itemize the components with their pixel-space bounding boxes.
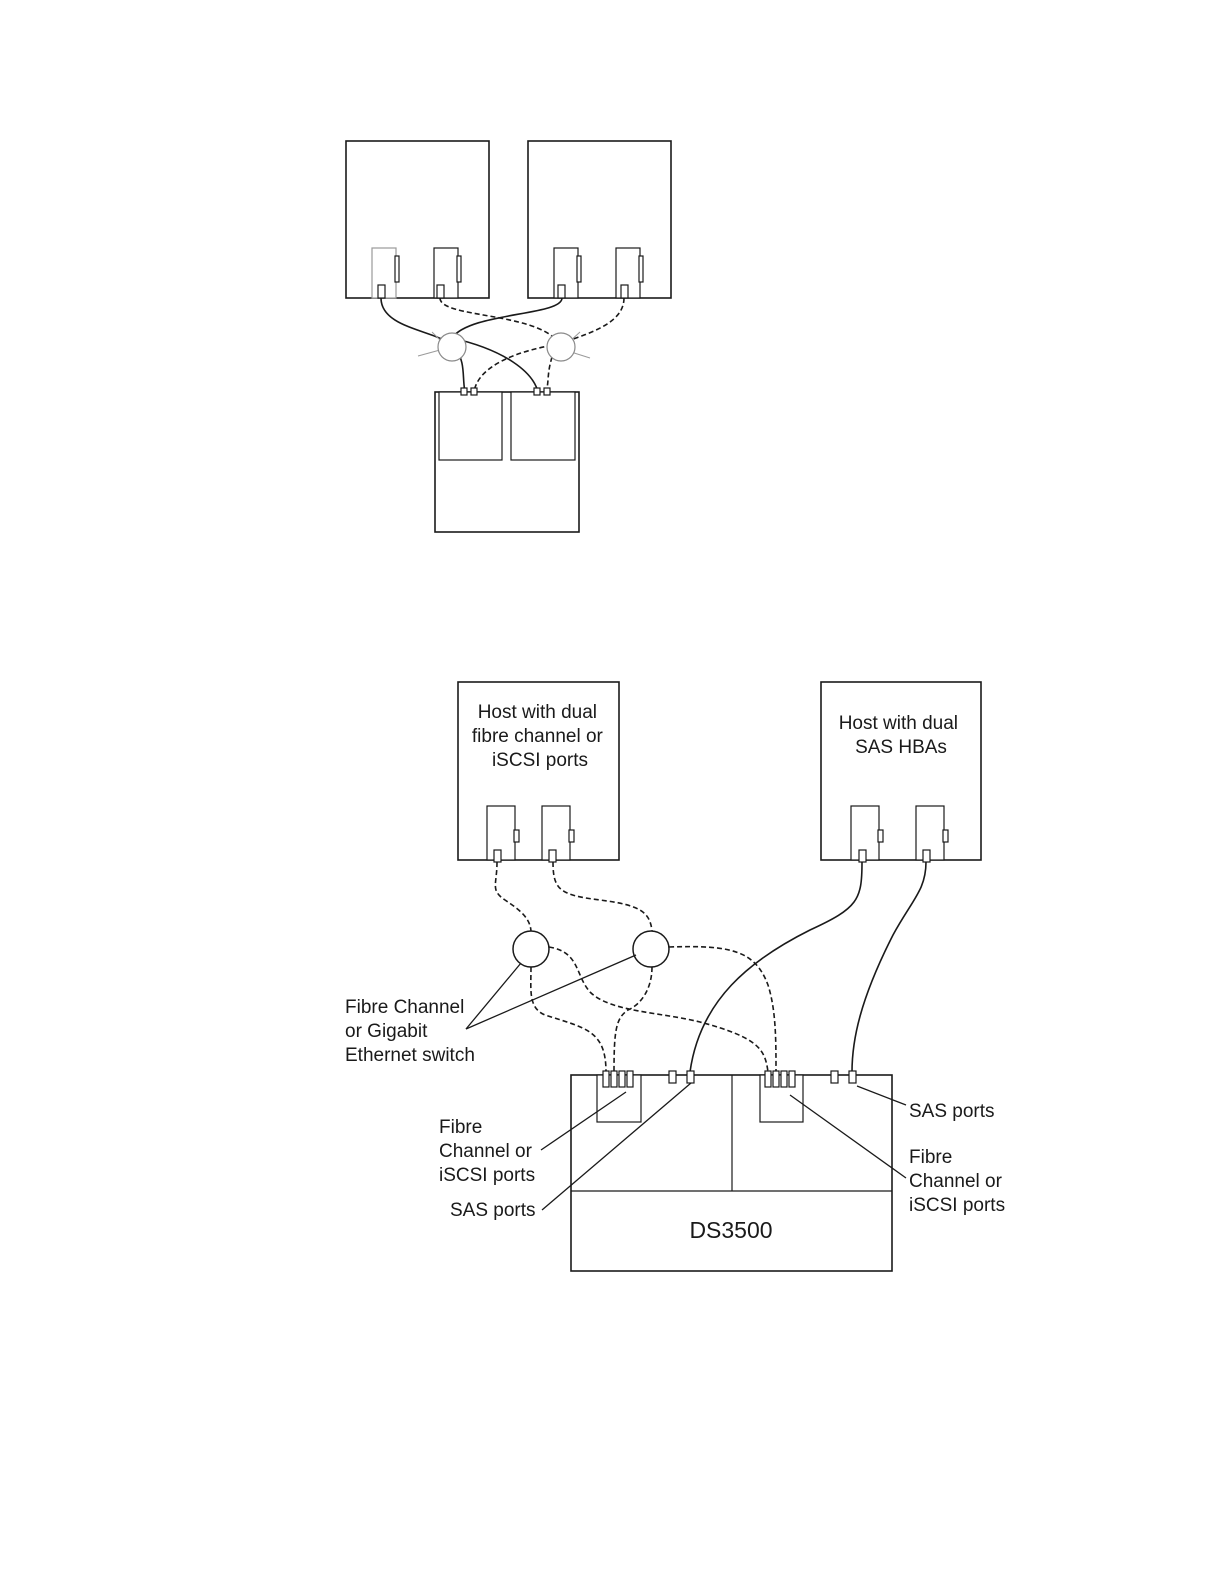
host-sas-port-1 <box>859 850 866 862</box>
sas-cables <box>690 862 926 1072</box>
storage-label: DS3500 <box>689 1217 772 1243</box>
bottom-diagram: Host with dual fibre channel or iSCSI po… <box>345 682 1007 1271</box>
host-fc-port-2 <box>549 850 556 862</box>
fc-iscsi-cables <box>495 862 776 1072</box>
host-fc-iscsi: Host with dual fibre channel or iSCSI po… <box>458 682 619 862</box>
left-fc-ports-label: Fibre Channel or iSCSI ports <box>439 1117 537 1186</box>
top-switch-left <box>438 333 466 361</box>
right-fc-ports-label: Fibre Channel or iSCSI ports <box>909 1147 1007 1216</box>
left-sas-ports-label: SAS ports <box>450 1200 536 1221</box>
top-controller-left <box>439 392 502 460</box>
switch-label: Fibre Channel or Gigabit Ethernet switch <box>345 997 475 1066</box>
top-switch-right <box>547 333 575 361</box>
switch-left <box>513 931 549 967</box>
host-sas-port-2 <box>923 850 930 862</box>
host-fc-iscsi-label: Host with dual fibre channel or iSCSI po… <box>472 702 608 771</box>
host-fc-port-1 <box>494 850 501 862</box>
switch-right <box>633 931 669 967</box>
switch-callout: Fibre Channel or Gigabit Ethernet switch <box>345 955 636 1066</box>
top-host-left <box>346 141 489 298</box>
host-sas: Host with dual SAS HBAs <box>821 682 981 862</box>
top-host-right <box>528 141 671 298</box>
top-diagram <box>346 141 671 532</box>
right-sas-ports-label: SAS ports <box>909 1101 995 1122</box>
top-controller-right <box>511 392 575 460</box>
ds3500-storage: DS3500 <box>571 1071 892 1271</box>
